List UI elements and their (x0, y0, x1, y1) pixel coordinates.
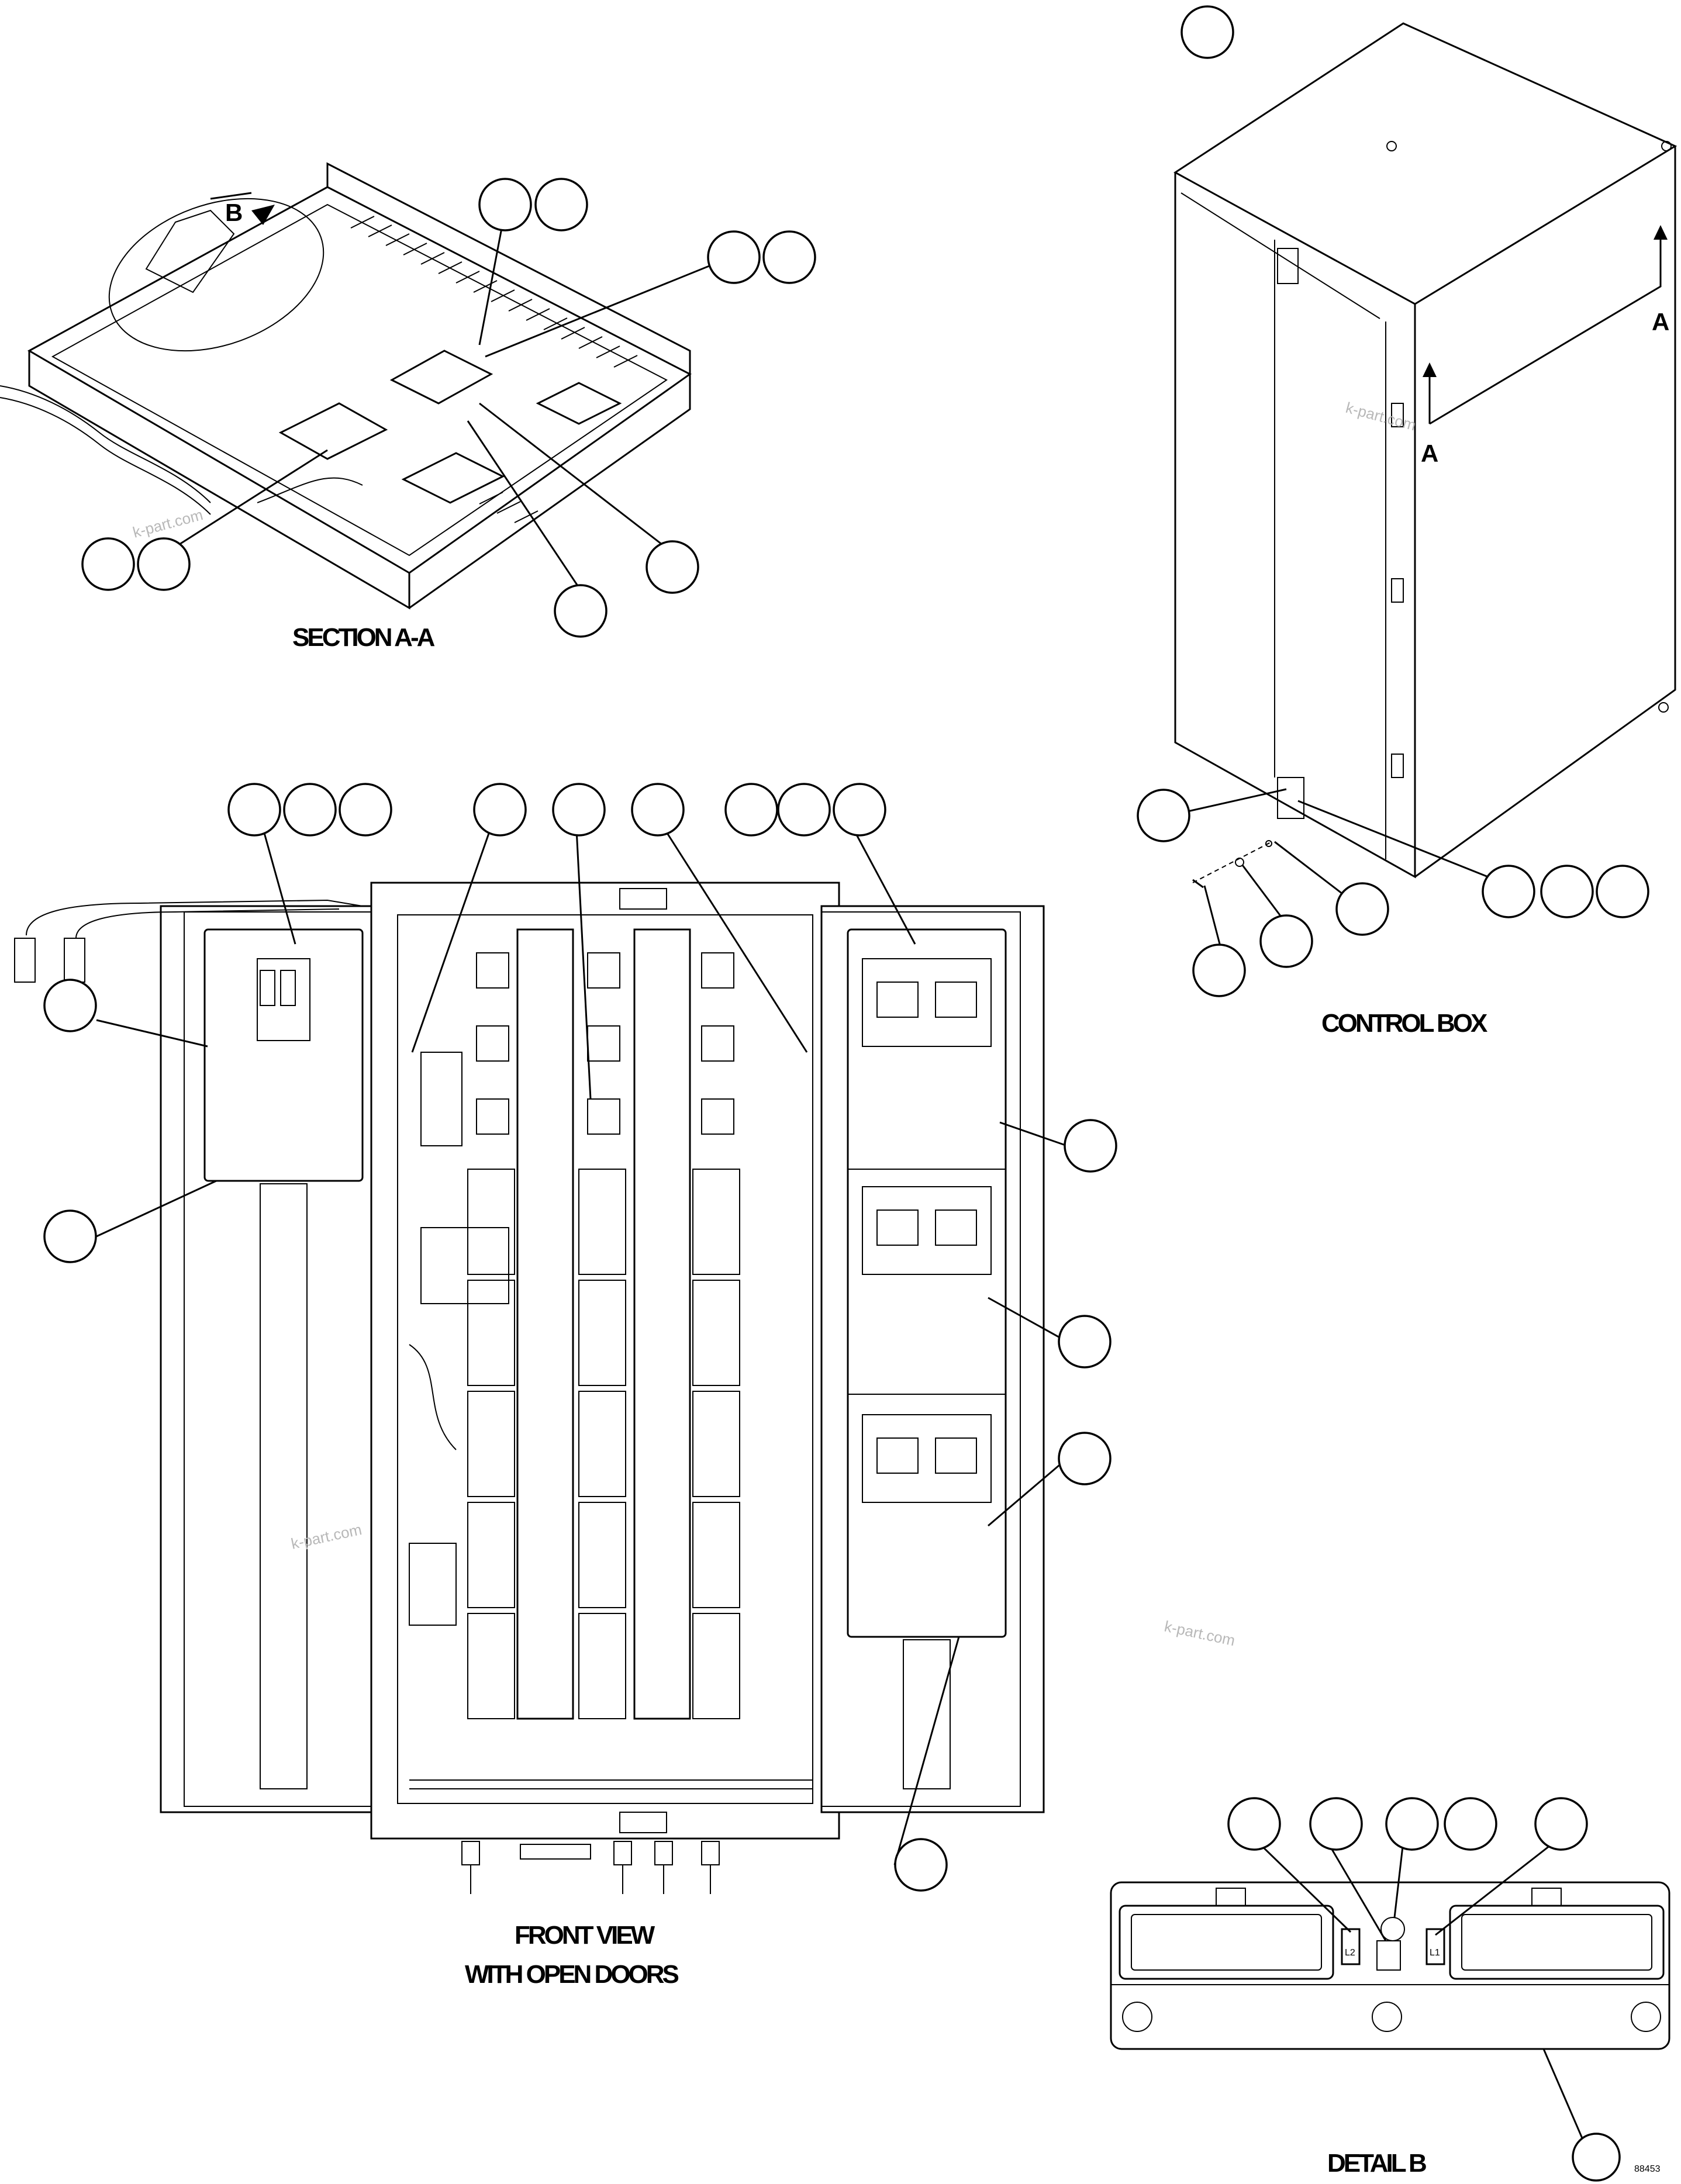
callout-bubble (227, 783, 281, 837)
callout-bubble (707, 230, 761, 284)
watermark: k-part.com (1163, 1618, 1237, 1650)
terminal-block (862, 958, 992, 1047)
section-aa-title: SECTION A-A (292, 623, 435, 652)
callout-bubble (1181, 5, 1234, 59)
callout-bubble (631, 783, 685, 837)
callout-bubble (894, 1838, 948, 1892)
terminal-block (862, 1414, 992, 1503)
detail-b-title: DETAIL B (1327, 2149, 1426, 2178)
detail-b-marker: B (225, 199, 243, 226)
callout-bubble (43, 979, 97, 1032)
connector-label-l1: L1 (1430, 1948, 1440, 1958)
callout-bubble (1058, 1315, 1112, 1369)
callout-bubble (1227, 1797, 1281, 1851)
control-box-view: A A k-part.com CONTROL BOX (1137, 5, 1677, 1038)
watermark: k-part.com (1344, 399, 1417, 434)
callout-bubble (473, 783, 527, 837)
callout-bubble (724, 783, 778, 837)
callout-bubble (833, 783, 886, 837)
section-a-marker-left: A (1421, 440, 1438, 467)
callout-bubble (777, 783, 831, 837)
callout-bubble (554, 584, 607, 638)
section-a-marker-right: A (1652, 308, 1669, 336)
callout-bubble (1137, 789, 1190, 842)
callout-bubble (1596, 865, 1649, 918)
component-column (578, 952, 626, 1719)
callout-bubble (552, 783, 606, 837)
callout-bubble (1540, 865, 1594, 918)
connector-label-l2: L2 (1345, 1948, 1355, 1958)
callout-bubble (1309, 1797, 1363, 1851)
callout-bubble (1385, 1797, 1439, 1851)
control-box-title: CONTROL BOX (1321, 1009, 1487, 1038)
callout-bubble (43, 1210, 97, 1263)
front-view: k-part.com k-part.com FRONT VIEW WITH OP… (14, 783, 1237, 1989)
front-view-title-line1: FRONT VIEW (515, 1921, 655, 1950)
callout-bubble (1259, 914, 1313, 968)
callout-bubble (762, 230, 816, 284)
callout-bubble (1064, 1119, 1117, 1173)
front-view-title-line2: WITH OPEN DOORS (465, 1960, 679, 1989)
callout-bubble (1482, 865, 1535, 918)
callout-bubble (339, 783, 392, 837)
callout-bubble (283, 783, 337, 837)
component-column (692, 952, 740, 1719)
callout-bubble (81, 537, 135, 591)
callout-bubble (1534, 1797, 1588, 1851)
callout-bubble (1444, 1797, 1497, 1851)
callout-bubble (1058, 1432, 1112, 1485)
component-column (467, 952, 515, 1719)
drawing-code: 88453 (1634, 2164, 1661, 2174)
detail-b-view: L2 L1 DETAIL B 88453 (1110, 1797, 1670, 2182)
callout-bubble (646, 540, 699, 594)
terminal-block (862, 1186, 992, 1275)
callout-bubble (1572, 2133, 1621, 2182)
section-aa-view: B k-part.com SECTION A-A (0, 162, 816, 652)
callout-bubble (478, 178, 532, 231)
callout-bubble (137, 537, 191, 591)
callout-bubble (1335, 882, 1389, 936)
callout-bubble (1192, 944, 1246, 997)
callout-bubble (534, 178, 588, 231)
